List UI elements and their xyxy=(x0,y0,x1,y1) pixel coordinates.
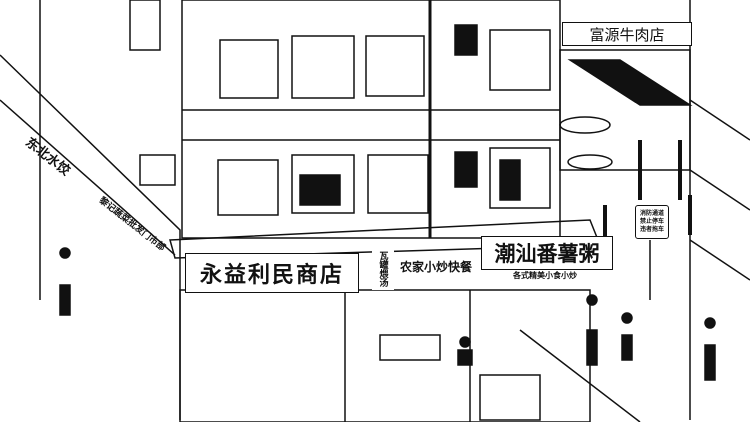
windows-upper xyxy=(129,0,551,99)
farm-stir-fry-sign: 农家小炒快餐 xyxy=(396,254,476,278)
beef-shop-sign: 富源牛肉店 xyxy=(562,22,692,46)
congee-shop-sign: 潮汕番薯粥 xyxy=(481,236,613,270)
clay-pot-soup-sign: 瓦罐煨汤 xyxy=(372,248,394,290)
bollards xyxy=(603,140,692,240)
fire-lane-notice: 消防通道 禁止停车 违者拖车 xyxy=(635,205,669,239)
windows-lower xyxy=(217,147,551,216)
main-store-sign: 永益利民商店 xyxy=(185,253,359,293)
people xyxy=(59,247,716,381)
congee-sub-sign: 各式精美小食小炒 xyxy=(513,269,577,280)
